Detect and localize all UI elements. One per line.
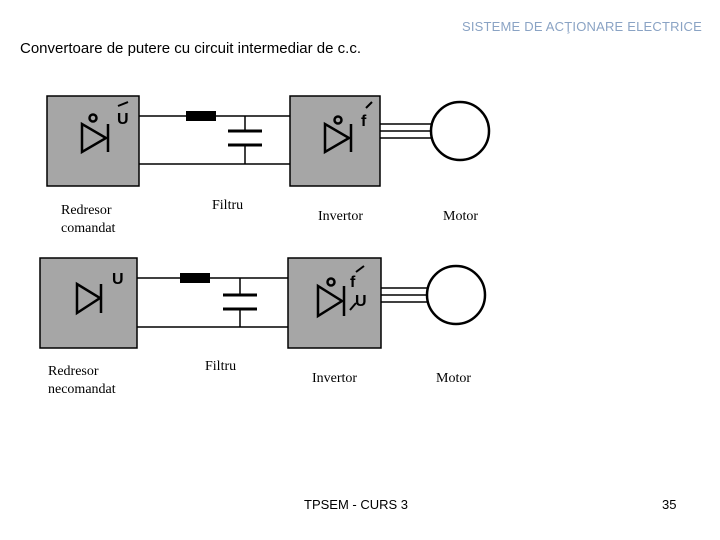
top-inverter-block: f [289, 95, 381, 187]
footer-course: TPSEM - CURS 3 [304, 497, 409, 512]
top-inverter-arrow-icon [365, 101, 373, 109]
bottom-inverter-symbol-u: U [355, 293, 367, 310]
bottom-rectifier-label-line1: Redresor [48, 364, 99, 379]
header-title: SISTEME DE ACŢIONARE ELECTRICE [461, 19, 702, 34]
top-rectifier-label: Redresor comandat [61, 202, 115, 238]
bottom-rectifier-label: Redresor necomandat [48, 363, 116, 399]
bottom-inverter-block: f U [287, 257, 382, 349]
slide-subtitle: Convertoare de putere cu circuit interme… [20, 40, 361, 57]
top-motor-connection [380, 100, 491, 162]
bottom-capacitor-icon [223, 278, 257, 327]
page-number: 35 [662, 497, 677, 512]
bottom-diode-icon [75, 281, 103, 316]
top-rectifier-block: U [46, 95, 140, 187]
top-rectifier-label-line1: Redresor [61, 203, 112, 218]
bottom-filter-label: Filtru [205, 359, 237, 374]
bottom-inverter-label: Invertor [312, 371, 358, 386]
top-rectifier-arrow-icon [117, 101, 129, 107]
bottom-motor-label: Motor [436, 371, 471, 386]
bottom-inverter-thyristor-icon [316, 277, 346, 319]
bottom-rectifier-symbol: U [112, 271, 124, 288]
bottom-inverter-arrow-f-icon [355, 265, 365, 273]
top-filter-label: Filtru [212, 198, 244, 213]
bottom-motor-connection [381, 264, 487, 326]
top-dc-link [139, 111, 290, 165]
top-rectifier-label-line2: comandat [61, 221, 116, 236]
top-inverter-symbol: f [361, 113, 367, 130]
top-inverter-label: Invertor [318, 209, 364, 224]
top-capacitor-icon [228, 116, 262, 164]
top-thyristor-icon [80, 113, 110, 155]
top-motor-label: Motor [443, 209, 478, 224]
bottom-rectifier-block: U [39, 257, 138, 349]
top-motor-icon [429, 100, 491, 162]
bottom-inverter-symbol-f: f [350, 274, 356, 291]
bottom-rectifier-label-line2: necomandat [48, 382, 116, 397]
top-inductor-icon [186, 111, 216, 121]
top-inverter-thyristor-icon [323, 115, 353, 155]
top-rectifier-symbol: U [117, 111, 129, 128]
bottom-motor-icon [425, 264, 487, 326]
bottom-dc-link [137, 273, 288, 328]
bottom-inductor-icon [180, 273, 210, 283]
bottom-inverter-arrow-u-icon [349, 302, 357, 311]
